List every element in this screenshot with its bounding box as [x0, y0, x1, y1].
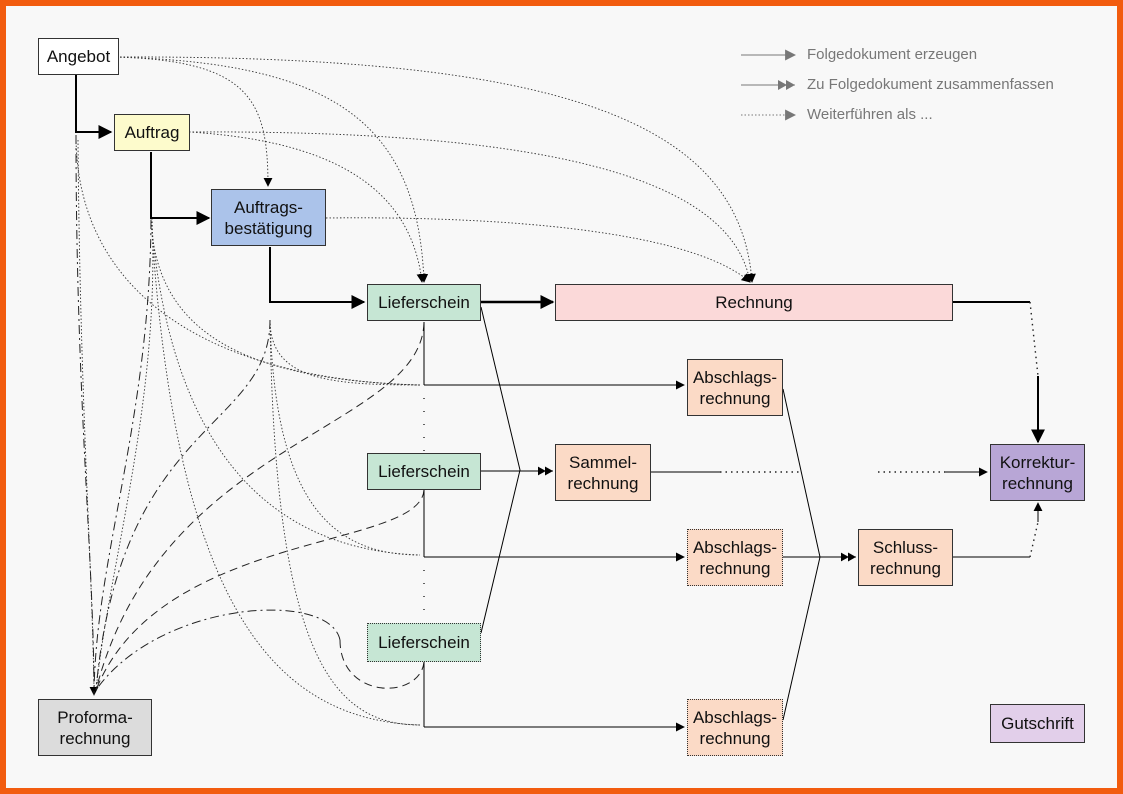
node-sammelrechnung: Sammel- rechnung [555, 444, 651, 501]
arrowheads [945, 467, 1043, 522]
proforma-curves [75, 134, 425, 696]
node-abschlagsrechnung-1: Abschlags- rechnung [687, 359, 783, 416]
node-angebot: Angebot [38, 38, 119, 75]
main-flow [75, 75, 1045, 444]
diagram-canvas: Angebot Auftrag Auftrags- bestätigung Li… [6, 6, 1117, 788]
diagram-connectors [75, 49, 1045, 732]
node-lieferschein-2: Lieferschein [367, 453, 481, 490]
node-auftragsbestaetigung: Auftrags- bestätigung [211, 189, 326, 246]
node-korrekturrechnung: Korrektur- rechnung [990, 444, 1085, 501]
node-auftrag: Auftrag [114, 114, 190, 151]
legend-continue: Weiterführen als ... [807, 106, 933, 123]
thin-flow [423, 306, 1030, 732]
node-abschlagsrechnung-3: Abschlags- rechnung [687, 699, 783, 756]
legend-lines [741, 49, 797, 121]
node-gutschrift: Gutschrift [990, 704, 1085, 743]
node-lieferschein-3: Lieferschein [367, 623, 481, 662]
dotted-flow [423, 301, 1039, 620]
node-schlussrechnung: Schluss- rechnung [858, 529, 953, 586]
node-lieferschein-1: Lieferschein [367, 284, 481, 321]
node-proformarechnung: Proforma- rechnung [38, 699, 152, 756]
node-rechnung: Rechnung [555, 284, 953, 321]
legend-merge: Zu Folgedokument zusammenfassen [807, 76, 1054, 93]
node-abschlagsrechnung-2: Abschlags- rechnung [687, 529, 783, 586]
legend-create: Folgedokument erzeugen [807, 46, 978, 63]
